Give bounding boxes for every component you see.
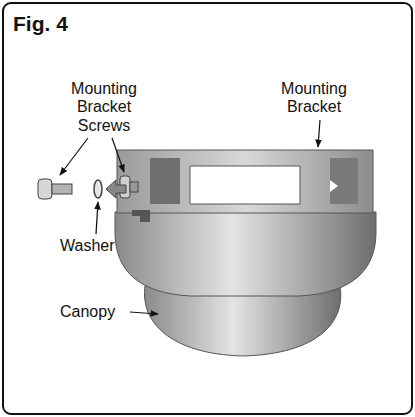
part-label: Canopy bbox=[60, 303, 115, 321]
part-label: Mounting Bracket bbox=[262, 80, 366, 117]
bracket-tab bbox=[330, 158, 358, 204]
screw-shaft bbox=[52, 184, 72, 194]
washer bbox=[94, 180, 102, 198]
leader-line bbox=[96, 202, 98, 234]
part-label: Washer bbox=[60, 237, 115, 255]
frame bbox=[3, 3, 412, 414]
canopy-bowl bbox=[115, 212, 376, 296]
mounting-bracket bbox=[117, 150, 373, 213]
assembly-arrow bbox=[106, 180, 126, 198]
part-label: Mounting Bracket Screws bbox=[52, 80, 156, 135]
leader-line bbox=[112, 138, 124, 172]
bracket-screw bbox=[130, 182, 138, 192]
screw-head bbox=[38, 179, 52, 199]
bracket-tab bbox=[150, 158, 180, 204]
leader-line bbox=[318, 120, 320, 147]
leader-line bbox=[60, 138, 88, 175]
leader-line bbox=[130, 312, 158, 314]
bracket-notch bbox=[330, 180, 338, 192]
figure-title: Fig. 4 bbox=[13, 12, 68, 36]
bracket-slot bbox=[132, 210, 150, 222]
